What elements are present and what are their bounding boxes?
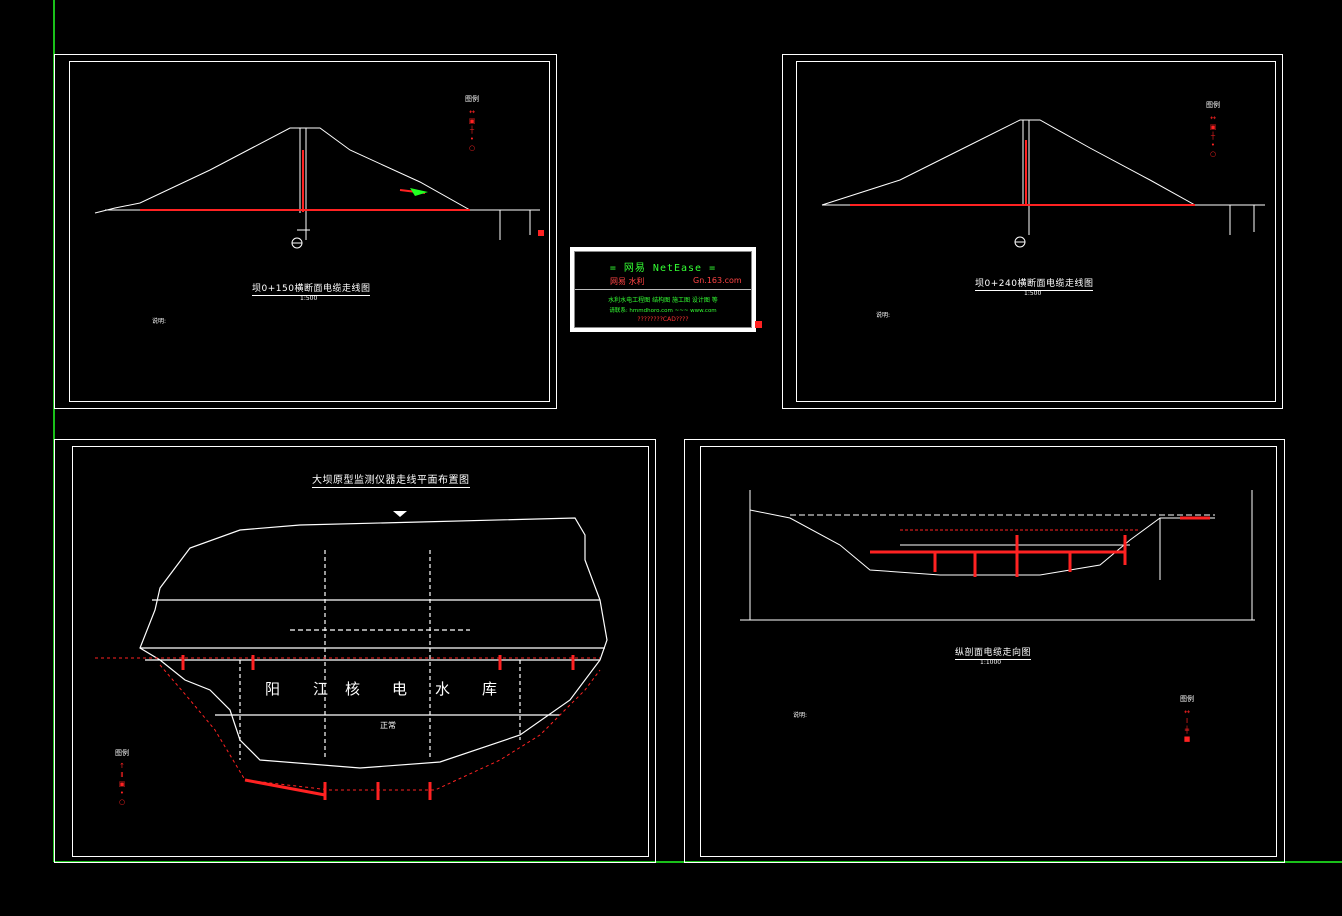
sheet2-outer-frame bbox=[782, 54, 1283, 409]
legend-gauge-icon: ┼ bbox=[1210, 131, 1216, 140]
legend-arrow-icon: ↔ bbox=[1184, 707, 1190, 716]
sheet1-scale: 1:500 bbox=[300, 295, 318, 302]
brand-line5: ????????CAD???? bbox=[637, 316, 689, 323]
sheet1-legend: 图例 ↔ ▣ ┼ • ○ bbox=[465, 94, 479, 152]
sheet4-legend-heading: 图例 bbox=[1180, 695, 1194, 703]
sheet3-legend: 图例 ↑ Ⅱ ▣ • ○ bbox=[115, 748, 129, 806]
sheet4-legend: 图例 ↔ Ⅰ ╪ ■ bbox=[1180, 694, 1194, 743]
sheet2-legend-heading: 图例 bbox=[1206, 101, 1220, 109]
brand-line2-right: Gn.163.com bbox=[693, 276, 742, 285]
sheet1-title: 坝0+150横断面电缆走线图 bbox=[252, 281, 370, 296]
legend-arrow-icon: ↔ bbox=[469, 107, 475, 116]
reservoir-char-6: 库 bbox=[482, 680, 498, 698]
brand-line4: 请联系: hmmdhoro.com ~~~ www.com bbox=[609, 308, 717, 314]
legend-gauge-icon: Ⅱ bbox=[120, 770, 124, 779]
sheet3-inner-frame bbox=[72, 446, 649, 857]
legend-dot-icon: • bbox=[1210, 140, 1216, 149]
brand-red-marker bbox=[755, 321, 762, 328]
legend-arrow-icon: ↑ bbox=[119, 761, 125, 770]
sheet3-section-label: 正常 bbox=[380, 721, 396, 730]
sheet4-inner-frame bbox=[700, 446, 1277, 857]
sheet3-outer-frame bbox=[54, 439, 656, 863]
legend-circle-icon: ○ bbox=[468, 143, 476, 152]
sheet2-title: 坝0+240横断面电缆走线图 bbox=[975, 276, 1093, 291]
reservoir-char-4: 电 bbox=[392, 680, 408, 698]
legend-arrow-icon: ↔ bbox=[1210, 113, 1216, 122]
sheet2-notes: 说明: bbox=[876, 312, 890, 320]
sheet4-notes-heading: 说明: bbox=[793, 712, 808, 719]
sheet1-notes: 说明: bbox=[152, 318, 166, 326]
sheet1-outer-frame bbox=[54, 54, 557, 409]
reservoir-char-5: 水 bbox=[435, 680, 451, 698]
legend-box-icon: ▣ bbox=[1209, 122, 1217, 131]
sheet2-scale: 1:500 bbox=[1024, 290, 1042, 297]
sheet2-inner-frame bbox=[796, 61, 1276, 402]
legend-box-icon: ▣ bbox=[118, 779, 126, 788]
brand-inner: = 网易 NetEase = 网易 水利 Gn.163.com 水利水电工程图 … bbox=[574, 251, 752, 328]
reservoir-char-1: 阳 bbox=[265, 680, 281, 698]
legend-circle-icon: ○ bbox=[118, 797, 126, 806]
sheet4-title: 纵剖面电缆走向图 bbox=[955, 645, 1031, 660]
brand-line3: 水利水电工程图 结构图 施工图 设计图 等 bbox=[608, 297, 718, 304]
reservoir-char-2: 江 bbox=[313, 680, 329, 698]
legend-box-icon: ■ bbox=[1183, 734, 1191, 743]
brand-line1: = 网易 NetEase = bbox=[609, 263, 717, 274]
brand-separator bbox=[575, 289, 751, 290]
legend-dot-icon: • bbox=[469, 134, 475, 143]
sheet3-legend-heading: 图例 bbox=[115, 749, 129, 757]
legend-step-icon: ╪ bbox=[1184, 725, 1190, 734]
sheet4-outer-frame bbox=[684, 439, 1285, 863]
sheet2-notes-heading: 说明: bbox=[876, 312, 891, 319]
sheet1-inner-frame bbox=[69, 61, 550, 402]
legend-box-icon: ▣ bbox=[468, 116, 476, 125]
brand-box[interactable]: = 网易 NetEase = 网易 水利 Gn.163.com 水利水电工程图 … bbox=[570, 247, 762, 332]
legend-gauge-icon: Ⅰ bbox=[1185, 716, 1189, 725]
sheet1-legend-heading: 图例 bbox=[465, 95, 479, 103]
sheet3-title: 大坝原型监测仪器走线平面布置图 bbox=[312, 471, 470, 488]
reservoir-char-3: 核 bbox=[345, 680, 361, 698]
sheet4-notes: 说明: bbox=[793, 712, 807, 720]
sheet1-notes-heading: 说明: bbox=[152, 318, 167, 325]
legend-dot-icon: • bbox=[119, 788, 125, 797]
sheet2-legend: 图例 ↔ ▣ ┼ • ○ bbox=[1206, 100, 1220, 158]
legend-gauge-icon: ┼ bbox=[469, 125, 475, 134]
legend-circle-icon: ○ bbox=[1209, 149, 1217, 158]
sheet4-scale: 1:1000 bbox=[980, 659, 1002, 666]
brand-line2-left: 网易 水利 bbox=[610, 277, 645, 286]
